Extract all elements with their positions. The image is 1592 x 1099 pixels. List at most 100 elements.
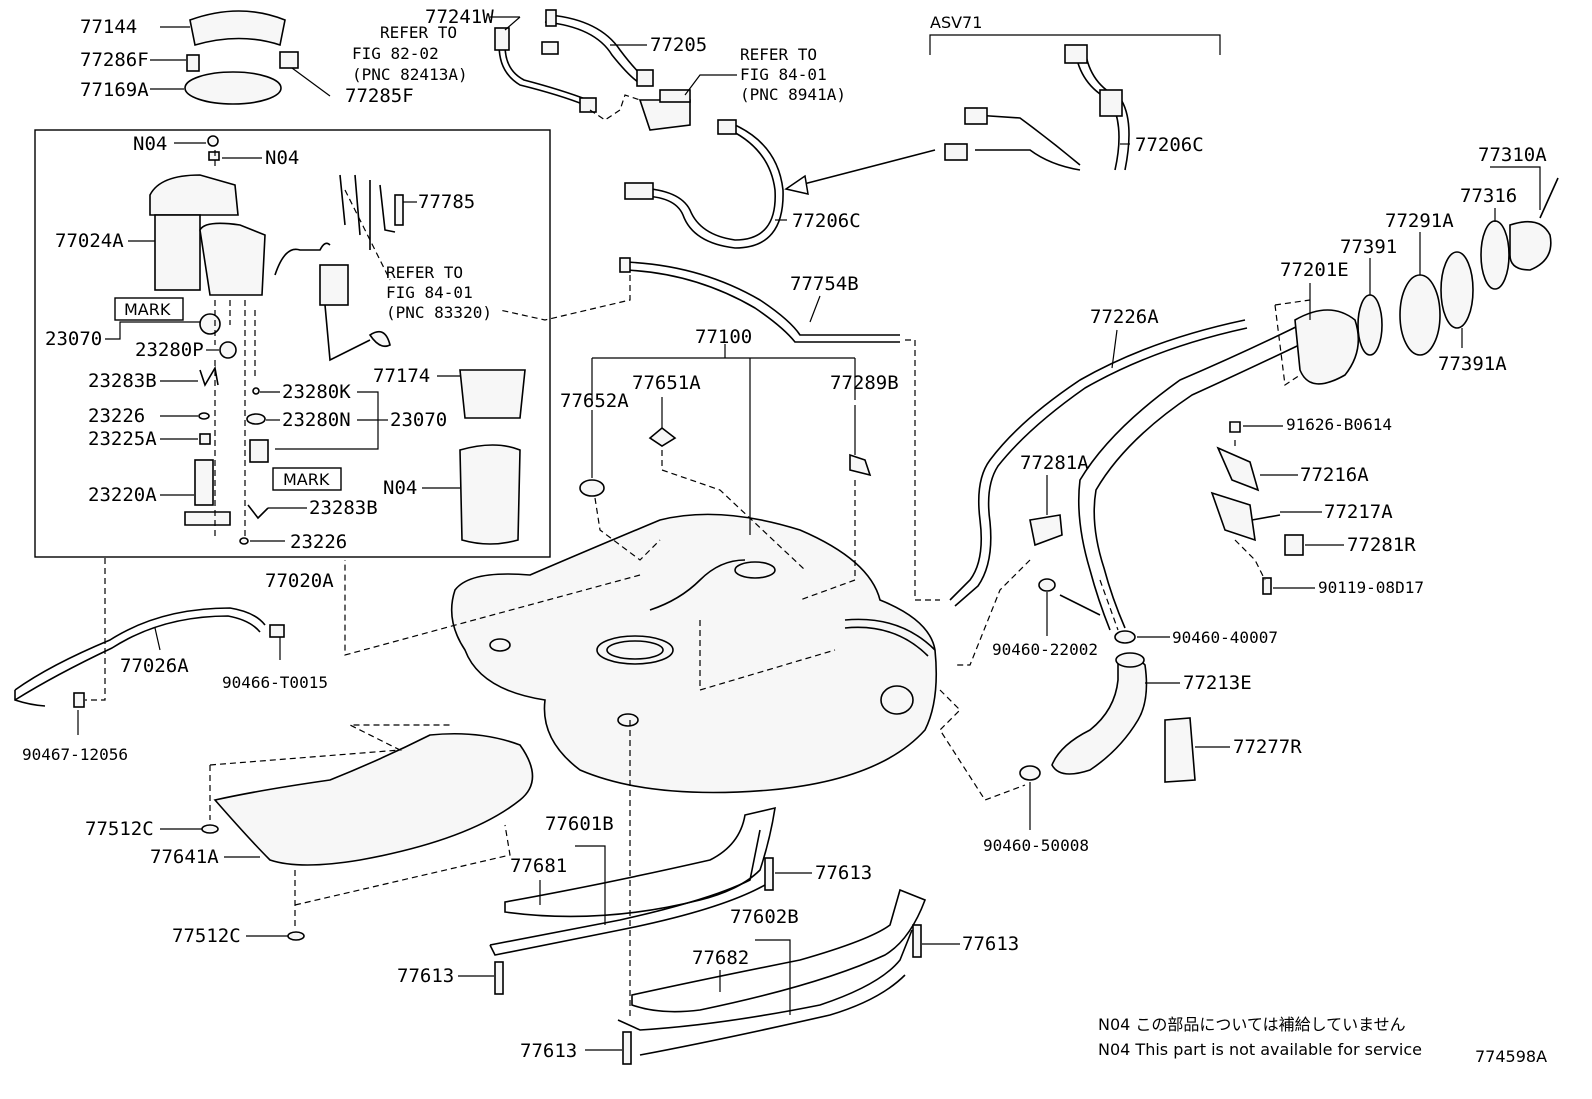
part-90467-12056: 90467-12056 [22,745,128,764]
ref-3-line-3: (PNC 83320) [386,303,492,322]
ref-2-line-2: FIG 84-01 [740,65,827,84]
lock-ring-shape [189,10,286,47]
bolt-shape [764,857,774,891]
ref-2-line-3: (PNC 8941A) [740,85,846,104]
fuel-cap-shape [1509,220,1552,271]
part-23225a: 23225A [88,428,157,450]
clip-shape-2 [279,51,299,69]
pump-flange-shape [149,174,239,216]
part-77602b: 77602B [730,906,799,928]
harness-hose-shape [639,129,776,241]
part-77144: 77144 [80,16,137,38]
part-77601b: 77601B [545,813,614,835]
sender-gauge-shape [319,264,349,306]
pump-canister-shape [154,214,201,291]
clip-shape [186,54,200,72]
bracket-shape [459,369,526,419]
pump-body-shape [199,222,266,296]
ref-1-line-3: (PNC 82413A) [352,65,468,84]
part-77206c-b: 77206C [792,210,861,232]
vent-tube-shape [624,261,900,336]
part-23070-a: 23070 [45,328,102,350]
part-23283b-b: 23283B [309,497,378,519]
part-77613-b: 77613 [962,933,1019,955]
part-77613-c: 77613 [397,965,454,987]
part-77286f: 77286F [80,49,149,71]
part-77100: 77100 [695,326,752,348]
fuel-tank-band-2 [631,888,927,1013]
part-77391: 77391 [1340,236,1397,258]
part-77310a: 77310A [1478,144,1547,166]
part-23070-b: 23070 [390,409,447,431]
note-japanese: N04 この部品については補給していません [1098,1015,1406,1034]
vent-hose-shape [498,34,586,106]
note-english: N04 This part is not available for servi… [1098,1040,1422,1059]
part-77512c-b: 77512C [172,925,241,947]
part-77213e: 77213E [1183,672,1252,694]
protector-shape [1164,717,1196,783]
bolt-shape-4 [622,1031,632,1065]
fuel-line-shape [14,607,266,691]
part-77020a: 77020A [265,570,334,592]
part-77169a: 77169A [80,79,149,101]
part-77785: 77785 [418,191,475,213]
part-77289b: 77289B [830,372,899,394]
ref-1-line-2: FIG 82-02 [352,44,439,63]
part-23283b-a: 23283B [88,370,157,392]
part-77024a: 77024A [55,230,124,252]
tank-protector-shape [213,732,534,866]
mark-label-1: MARK [124,300,171,319]
part-77026a: 77026A [120,655,189,677]
part-77285f: 77285F [345,85,414,107]
part-77641a: 77641A [150,846,219,868]
part-90460-50008: 90460-50008 [983,836,1089,855]
part-77291a: 77291A [1385,210,1454,232]
part-90460-40007: 90460-40007 [1172,628,1278,647]
ref-3-line-2: FIG 84-01 [386,283,473,302]
bolt-shape-2 [494,961,504,995]
small-part-shape [207,135,219,147]
filler-hose-shape [1051,655,1148,775]
part-77512c-a: 77512C [85,818,154,840]
fuel-pump-shape [194,459,214,506]
part-77651a: 77651A [632,372,701,394]
gasket-ring-shape [1357,294,1383,356]
part-77281r: 77281R [1347,534,1416,556]
part-77201e: 77201E [1280,259,1349,281]
part-77316: 77316 [1460,185,1517,207]
ref-3-line-1: REFER TO [386,263,463,282]
wire-harness-shape [339,174,396,250]
fuel-pump-assembly-box [34,129,551,558]
mark-box-1 [114,297,184,321]
variant-label: ASV71 [930,13,982,32]
part-77681: 77681 [510,855,567,877]
part-77754b: 77754B [790,273,859,295]
part-77205: 77205 [650,34,707,56]
part-23280k: 23280K [282,381,351,403]
figure-id: 774598A [1475,1047,1547,1066]
part-77174: 77174 [373,365,430,387]
part-23280p: 23280P [135,339,204,361]
part-23220a: 23220A [88,484,157,506]
bolt-shape-3 [912,924,922,958]
part-77652a: 77652A [560,390,629,412]
part-77391a: 77391A [1438,353,1507,375]
sender-wire-shape [274,242,331,276]
part-90460-22002: 90460-22002 [992,640,1098,659]
filler-neck-shape [1294,309,1360,385]
filter-shape [199,313,221,335]
valve-shape [638,99,691,131]
part-labels: 77144 77286F 77169A 77285F 77241W 77205 … [22,6,1547,1066]
part-91626-b0614: 91626-B0614 [1286,415,1392,434]
fuel-tank-shape [450,513,938,794]
small-part-shape-2 [208,151,220,161]
part-23226-a: 23226 [88,405,145,427]
bracket-shape-2 [1216,446,1260,492]
part-77241w: 77241W [425,6,494,28]
fuel-tank-band-1 [504,806,776,918]
mark-box-2 [272,467,342,491]
part-77613-d: 77613 [520,1040,577,1062]
cover-shape [459,444,521,545]
part-23226-b: 23226 [290,531,347,553]
